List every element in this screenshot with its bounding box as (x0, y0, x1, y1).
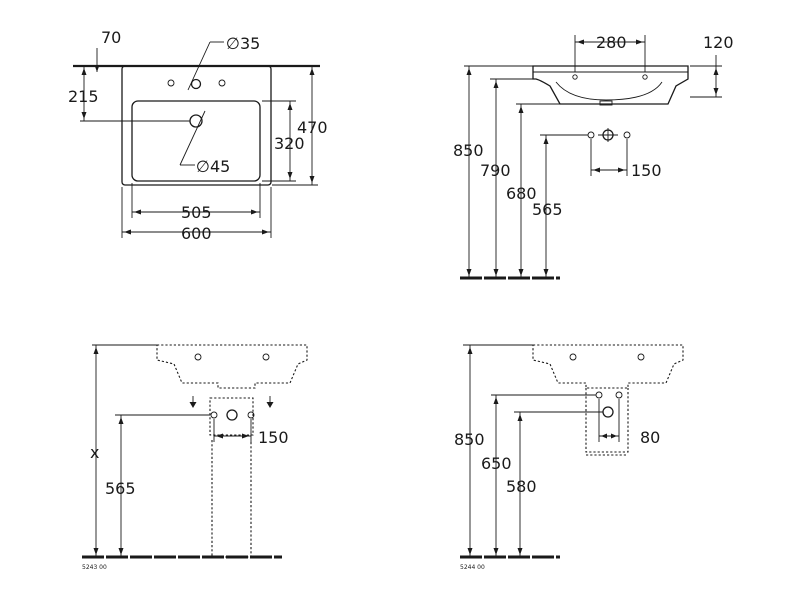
supply-left (210, 411, 218, 419)
arrow-icon (287, 172, 293, 179)
pedestal-top-outline (209, 397, 254, 436)
dim-height-drain: 650 (481, 454, 512, 473)
arrow-icon (493, 397, 499, 404)
dim-supply-spacing: 80 (640, 428, 660, 447)
dim-supply-spacing: 150 (631, 161, 662, 180)
arrow-icon (81, 68, 87, 75)
pedestal-view: x 565 150 5243 00 (82, 344, 308, 571)
leader-35 (187, 41, 211, 91)
tap-hole-left (194, 353, 202, 361)
tap-hole-right (218, 79, 226, 87)
tap-hole-left (572, 74, 578, 80)
arrow-icon (493, 548, 499, 555)
arrow-icon (189, 402, 197, 408)
basin-front-outline (156, 344, 308, 389)
arrow-icon (466, 68, 472, 75)
arrow-icon (577, 39, 584, 45)
arrow-icon (266, 402, 274, 408)
dim-height-supply: 565 (532, 200, 563, 219)
arrow-icon (262, 229, 269, 235)
dim-height-total: 850 (453, 141, 484, 160)
semi-pedestal-view: 850 650 580 80 5244 00 (454, 344, 684, 571)
arrow-icon (134, 209, 141, 215)
article-code: 5243 00 (82, 564, 107, 571)
arrow-icon (517, 548, 523, 555)
arrow-icon (309, 68, 315, 75)
basin-section (532, 65, 689, 105)
tap-hole-right (262, 353, 270, 361)
dim-height-supply: 565 (105, 479, 136, 498)
waste-connection (602, 406, 614, 418)
dim-height-x: x (90, 443, 99, 462)
tap-hole-right (637, 353, 645, 361)
article-code: 5244 00 (460, 564, 485, 571)
supply-left (595, 391, 603, 399)
tap-hole-left (167, 79, 175, 87)
semi-pedestal-outline (585, 388, 629, 453)
arrow-icon (81, 112, 87, 119)
arrow-icon (518, 269, 524, 276)
basin-outline (121, 65, 272, 186)
arrow-icon (118, 548, 124, 555)
arrow-icon (543, 137, 549, 144)
arrow-icon (611, 433, 617, 439)
arrow-icon (618, 167, 625, 173)
arrow-icon (493, 269, 499, 276)
arrow-icon (517, 414, 523, 421)
dim-supply-spacing: 150 (258, 428, 289, 447)
supply-right (615, 391, 623, 399)
arrow-icon (93, 548, 99, 555)
arrow-icon (242, 433, 249, 439)
side-view: 280 120 850 790 680 565 (453, 33, 734, 280)
supply-left (587, 131, 595, 139)
supply-right (623, 131, 631, 139)
arrow-icon (251, 209, 258, 215)
arrow-icon (309, 176, 315, 183)
dim-hole-diameter: ∅35 (226, 34, 260, 53)
dim-rim-height: 120 (703, 33, 734, 52)
pedestal-outline (211, 440, 252, 558)
arrow-icon (518, 106, 524, 113)
drain-outlet (599, 100, 613, 106)
waste-connection (226, 409, 238, 421)
arrow-icon (601, 433, 607, 439)
basin-front-outline (532, 344, 684, 389)
arrow-icon (543, 269, 549, 276)
dim-height-underside: 790 (480, 161, 511, 180)
arrow-icon (124, 229, 131, 235)
dim-height-supply: 580 (506, 477, 537, 496)
tap-hole-left (569, 353, 577, 361)
dim-bowl-width: 505 (181, 203, 212, 222)
bowl-outline (131, 100, 261, 182)
bowl-curve (555, 81, 663, 101)
arrow-icon (713, 88, 719, 95)
arrow-icon (287, 103, 293, 110)
arrow-icon (593, 167, 600, 173)
leader-45 (179, 110, 206, 166)
tap-hole-right (642, 74, 648, 80)
dim-hole-offset: 215 (68, 87, 99, 106)
top-view: 70 215 ∅35 ∅45 320 470 505 (68, 28, 328, 243)
arrow-icon (467, 347, 473, 354)
arrow-icon (94, 65, 100, 72)
dim-bowl-depth: 320 (274, 134, 305, 153)
dim-depth-total: 470 (297, 118, 328, 137)
dim-total-width: 600 (181, 224, 212, 243)
supply-right (247, 411, 255, 419)
arrow-icon (493, 81, 499, 88)
arrow-icon (713, 68, 719, 75)
arrow-icon (216, 433, 223, 439)
dim-height-total: 850 (454, 430, 485, 449)
arrow-icon (636, 39, 643, 45)
dim-depth-top: 70 (101, 28, 121, 47)
dim-tap-spacing: 280 (596, 33, 627, 52)
arrow-icon (467, 548, 473, 555)
dim-height-drain: 680 (506, 184, 537, 203)
arrow-icon (93, 347, 99, 354)
tap-hole-center (190, 78, 202, 90)
dim-drain-diameter: ∅45 (196, 157, 230, 176)
arrow-icon (118, 417, 124, 424)
arrow-icon (466, 269, 472, 276)
